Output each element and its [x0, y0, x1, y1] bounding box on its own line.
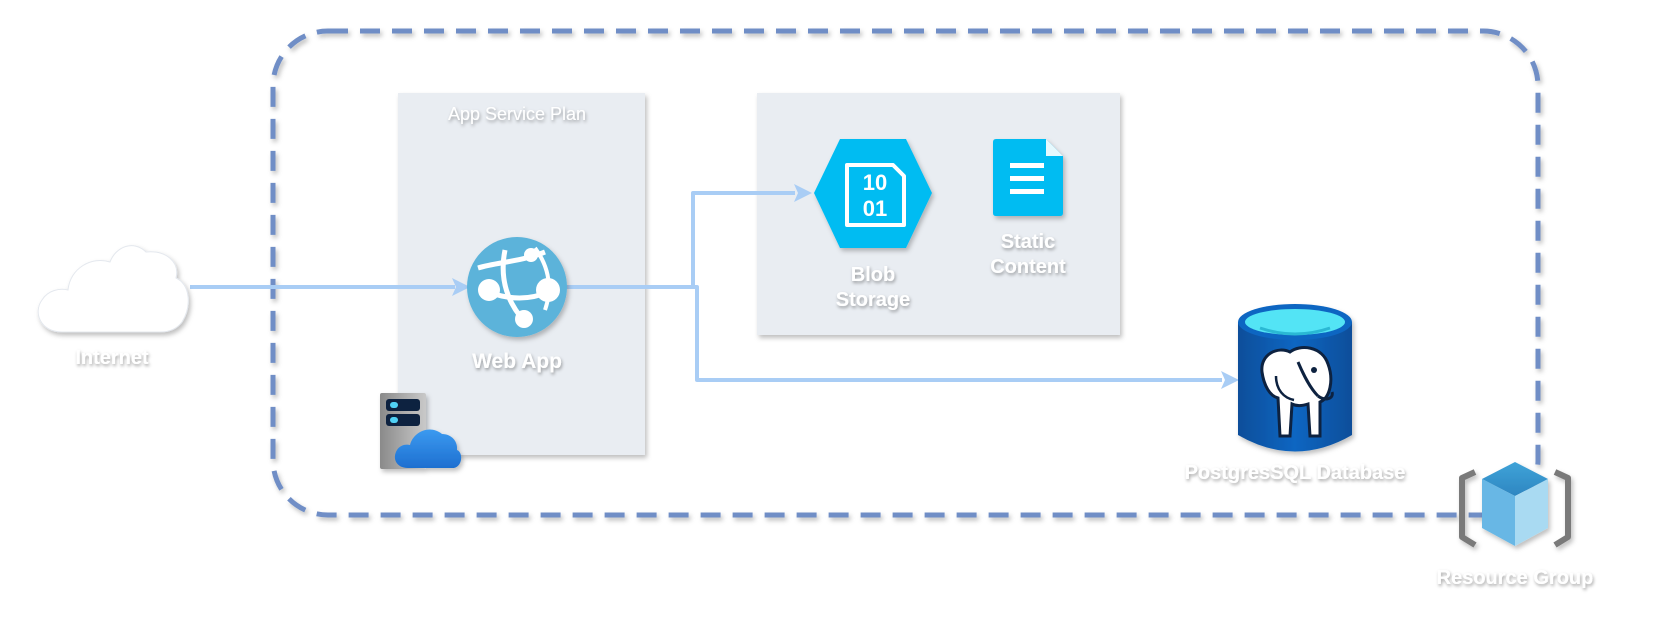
- app-service-plan-label: App Service Plan: [448, 104, 586, 124]
- storage-panel: [757, 93, 1120, 335]
- connector-webapp-to-postgres: [693, 285, 1222, 382]
- server-cloud-icon: [380, 393, 462, 469]
- resource-group-boundary: [270, 28, 1541, 518]
- internet-label: Internet: [75, 347, 149, 369]
- static-content-label-line2: Content: [990, 256, 1066, 278]
- web-app-label: Web App: [472, 350, 562, 373]
- postgres-label: PostgresSQL Database: [1185, 462, 1406, 484]
- postgres-elephant-cylinder-icon: [1238, 304, 1352, 452]
- blob-storage-label-line2: Storage: [836, 289, 910, 311]
- connectors: [190, 184, 1239, 389]
- connector-webapp-to-blob: [565, 191, 795, 289]
- blob-storage-label-line1: Blob: [851, 264, 895, 286]
- web-app-globe-icon: [467, 237, 567, 337]
- blob-bits-top: 10: [863, 170, 887, 195]
- arrowhead-postgres: [1221, 371, 1239, 389]
- document-icon: [993, 139, 1063, 216]
- blob-bits-bottom: 01: [863, 196, 887, 221]
- arrowhead-webapp: [452, 278, 470, 296]
- arrowhead-blob: [794, 184, 812, 202]
- resource-group-label: Resource Group: [1437, 567, 1594, 589]
- resource-group-cube-icon: [1459, 462, 1571, 548]
- static-content-label-line1: Static: [1001, 231, 1055, 253]
- cloud-icon: [37, 245, 189, 333]
- blob-storage-hexagon-icon: 10 01: [814, 139, 932, 248]
